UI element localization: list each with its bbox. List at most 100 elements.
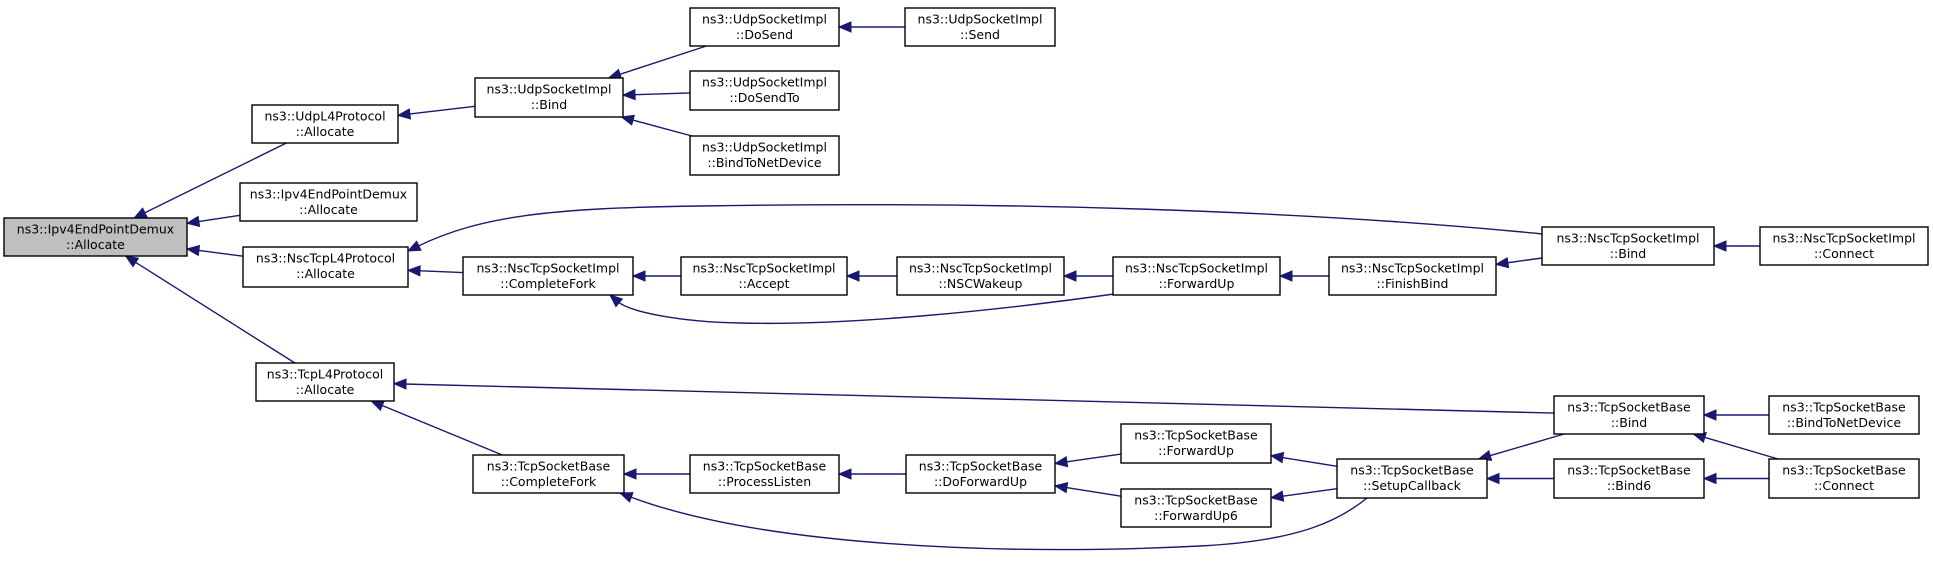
node-box — [3, 217, 188, 257]
edge-tcpb_completefork-to-tcpl4_alloc — [370, 400, 503, 456]
node-box — [689, 7, 840, 47]
node-box — [689, 70, 840, 111]
edge-arrowhead — [1494, 256, 1510, 269]
node-label-line1: ns3::TcpSocketBase — [1134, 428, 1258, 443]
node-tcpb_connect[interactable]: ns3::TcpSocketBase::Connect — [1768, 458, 1920, 499]
edge-tcpb_connect-to-tcpb_bind6 — [1702, 472, 1769, 485]
node-udpsock_dosendto[interactable]: ns3::UdpSocketImpl::DoSendTo — [689, 70, 840, 111]
edge-udpsock_bindtodev-to-udpsock_bind — [620, 114, 693, 137]
edge-arrowhead — [392, 378, 407, 390]
node-tcpb_forwardup[interactable]: ns3::TcpSocketBase::ForwardUp — [1120, 423, 1272, 464]
edge-tcpb_processlisten-to-tcpb_completefork — [622, 468, 690, 480]
node-tcpb_processlisten[interactable]: ns3::TcpSocketBase::ProcessListen — [689, 454, 840, 494]
edge-arrowhead — [1269, 451, 1285, 464]
node-label-line1: ns3::NscTcpL4Protocol — [256, 251, 395, 266]
node-label-line1: ns3::UdpSocketImpl — [702, 75, 827, 90]
node-tcpb_bind[interactable]: ns3::TcpSocketBase::Bind — [1553, 395, 1705, 435]
node-label-line1: ns3::NscTcpSocketImpl — [909, 261, 1052, 276]
node-udpsock_send[interactable]: ns3::UdpSocketImpl::Send — [904, 7, 1056, 47]
node-box — [1120, 488, 1272, 528]
node-tcpb_bindtodev[interactable]: ns3::TcpSocketBase::BindToNetDevice — [1768, 395, 1920, 435]
edge-arrowhead — [618, 492, 634, 503]
node-box — [1328, 256, 1497, 296]
node-box — [255, 362, 395, 402]
edge-arrowhead — [124, 255, 140, 268]
node-udpl4_alloc[interactable]: ns3::UdpL4Protocol::Allocate — [251, 104, 399, 144]
node-box — [1553, 395, 1705, 435]
edge-arrowhead — [620, 114, 635, 126]
edge-line — [1280, 488, 1338, 498]
node-label-line2: ::Bind — [1610, 246, 1646, 261]
node-nsc_accept[interactable]: ns3::NscTcpSocketImpl::Accept — [680, 256, 848, 296]
node-tcpb_completefork[interactable]: ns3::TcpSocketBase::CompleteFork — [472, 454, 625, 494]
node-nsc_connect[interactable]: ns3::NscTcpSocketImpl::Connect — [1759, 226, 1929, 266]
node-label-line2: ::Connect — [1814, 246, 1874, 261]
edge-nsc_finishbind-to-nsc_forwardup — [1278, 270, 1329, 282]
node-label-line2: ::BindToNetDevice — [1787, 415, 1901, 430]
node-nsc_finishbind[interactable]: ns3::NscTcpSocketImpl::FinishBind — [1328, 256, 1497, 296]
edge-tcpb_bind-to-tcpb_setupcallback — [1477, 433, 1565, 461]
edge-line — [196, 249, 244, 257]
node-box — [1336, 458, 1488, 499]
edge-arrowhead — [1485, 472, 1500, 485]
node-ipv4demux_alloc[interactable]: ns3::Ipv4EndPointDemux::Allocate — [3, 217, 188, 257]
node-nsc_bind[interactable]: ns3::NscTcpSocketImpl::Bind — [1541, 226, 1715, 266]
node-label-line2: ::DoSend — [736, 27, 793, 42]
node-label-line2: ::NSCWakeup — [939, 276, 1023, 291]
node-udpsock_bind[interactable]: ns3::UdpSocketImpl::Bind — [474, 77, 624, 118]
node-nsc_completefork[interactable]: ns3::NscTcpSocketImpl::CompleteFork — [462, 256, 634, 296]
node-label-line2: ::ForwardUp — [1158, 443, 1234, 458]
edge-layer — [124, 21, 1779, 551]
edge-nsc_nscwakeup-to-nsc_accept — [845, 270, 897, 282]
edge-arrowhead — [1278, 270, 1293, 282]
edge-line — [380, 404, 503, 456]
edge-arrowhead — [185, 215, 201, 228]
node-nsc_forwardup[interactable]: ns3::NscTcpSocketImpl::ForwardUp — [1112, 256, 1281, 296]
node-tcpb_setupcallback[interactable]: ns3::TcpSocketBase::SetupCallback — [1336, 458, 1488, 499]
node-tcpb_doforwardup[interactable]: ns3::TcpSocketBase::DoForwardUp — [905, 454, 1056, 494]
node-label-line2: ::CompleteFork — [501, 474, 597, 489]
edge-tcpl4_alloc-to-ipv4demux_alloc — [124, 255, 296, 364]
edge-ipv4demux_alloc2-to-ipv4demux_alloc — [185, 214, 241, 228]
node-box — [680, 256, 848, 296]
edge-tcpb_forwardup6-to-tcpb_doforwardup — [1053, 482, 1122, 497]
node-tcpb_bind6[interactable]: ns3::TcpSocketBase::Bind6 — [1553, 458, 1705, 499]
node-label-line1: ns3::TcpSocketBase — [1782, 463, 1906, 478]
edge-tcpb_forwardup-to-tcpb_doforwardup — [1053, 453, 1122, 468]
node-box — [1768, 395, 1920, 435]
node-box — [472, 454, 625, 494]
node-nsc_nscwakeup[interactable]: ns3::NscTcpSocketImpl::NSCWakeup — [896, 256, 1065, 296]
edge-line — [1064, 486, 1122, 497]
edge-line — [617, 45, 707, 76]
edge-arrowhead — [370, 400, 385, 412]
node-label-line2: ::DoForwardUp — [934, 474, 1027, 489]
node-nsctcpl4_alloc[interactable]: ns3::NscTcpL4Protocol::Allocate — [242, 246, 409, 288]
edge-line — [417, 270, 464, 274]
node-layer: ns3::Ipv4EndPointDemux::Allocate ns3::Udp… — [3, 7, 1929, 528]
edge-nsc_completefork-to-nsctcpl4_alloc — [406, 265, 464, 277]
edge-tcpb_connect-to-tcpb_bind — [1692, 432, 1779, 460]
edge-tcpb_setupcallback-to-tcpb_forwardup6 — [1269, 488, 1338, 502]
node-label-line2: ::BindToNetDevice — [707, 155, 821, 170]
node-tcpb_forwardup6[interactable]: ns3::TcpSocketBase::ForwardUp6 — [1120, 488, 1272, 528]
node-tcpl4_alloc[interactable]: ns3::TcpL4Protocol::Allocate — [255, 362, 395, 402]
edge-line — [632, 92, 691, 96]
node-box — [242, 246, 409, 288]
node-label-line1: ns3::NscTcpSocketImpl — [693, 261, 836, 276]
edge-nsc_bind-to-nsctcpl4_alloc — [406, 203, 1544, 252]
node-udpsock_dosend[interactable]: ns3::UdpSocketImpl::DoSend — [689, 7, 840, 47]
node-ipv4demux_alloc2[interactable]: ns3::Ipv4EndPointDemux::Allocate — [239, 182, 418, 222]
edge-line — [142, 142, 287, 215]
node-box — [1759, 226, 1929, 266]
node-label-line1: ns3::UdpSocketImpl — [702, 140, 827, 155]
node-label-line2: ::ProcessListen — [718, 474, 811, 489]
node-udpsock_bindtodev[interactable]: ns3::UdpSocketImpl::BindToNetDevice — [689, 135, 840, 176]
node-label-line1: ns3::NscTcpSocketImpl — [477, 261, 620, 276]
node-box — [896, 256, 1065, 296]
edge-nsctcpl4_alloc-to-ipv4demux_alloc — [185, 244, 244, 257]
edge-line — [133, 260, 296, 364]
node-label-line1: ns3::NscTcpSocketImpl — [1341, 261, 1484, 276]
edge-udpsock_send-to-udpsock_dosend — [837, 21, 905, 33]
node-label-line2: ::Accept — [738, 276, 789, 291]
node-label-line1: ns3::TcpSocketBase — [1567, 400, 1691, 415]
